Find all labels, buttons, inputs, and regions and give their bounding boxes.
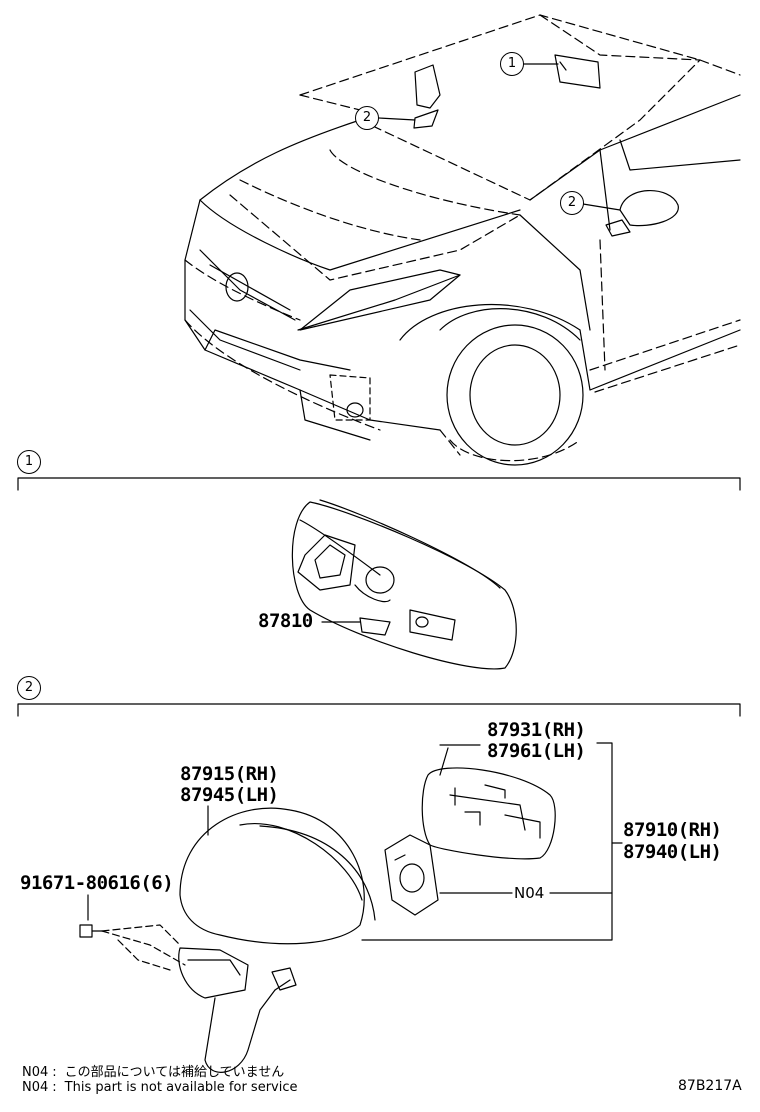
part-number-87961-lh: 87961(LH) [487, 740, 586, 762]
inner-mirror-drawing [291, 499, 517, 670]
footnote-japanese: N04: この部品については補給していません [22, 1061, 284, 1080]
footnote-text: この部品については補給していません [64, 1065, 285, 1080]
part-number-87931-rh: 87931(RH) [487, 719, 586, 741]
callout-2-door-mirror-right: 2 [560, 191, 584, 215]
section-brackets [17, 477, 741, 717]
callout-2-door-mirror-left: 2 [355, 106, 379, 130]
part-number-87910-rh: 87910(RH) [623, 819, 722, 841]
outer-mirror-drawing [79, 742, 623, 1073]
part-number-87915-rh: 87915(RH) [180, 763, 279, 785]
part-number-91671-80616: 91671-80616(6) [20, 872, 174, 894]
section-marker-2: 2 [17, 676, 41, 700]
part-number-87940-lh: 87940(LH) [623, 841, 722, 863]
illustration-code: 87B217A [678, 1078, 742, 1094]
part-number-87810: 87810 [258, 610, 313, 632]
section-marker-1: 1 [17, 450, 41, 474]
footnote-separator: : [52, 1080, 57, 1095]
footnote-english: N04: This part is not available for servi… [22, 1080, 298, 1095]
callout-1-inner-mirror: 1 [500, 52, 524, 76]
footnote-text: This part is not available for service [64, 1080, 298, 1095]
car-overview-drawing [184, 14, 741, 466]
part-number-87945-lh: 87945(LH) [180, 784, 279, 806]
footnote-code: N04 [22, 1065, 49, 1080]
footnote-separator: : [52, 1065, 57, 1080]
footnote-code: N04 [22, 1080, 49, 1095]
n04-reference-label: N04 [514, 884, 545, 902]
